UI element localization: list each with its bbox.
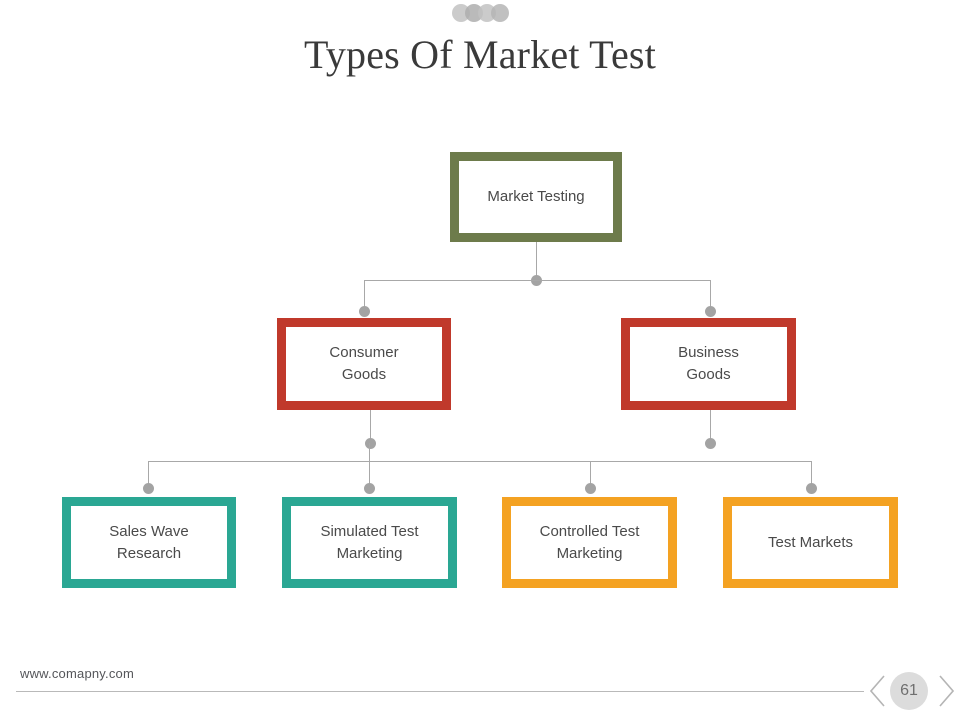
page-title: Types Of Market Test — [303, 32, 657, 77]
connector-drop-business — [710, 280, 711, 311]
connector-drop-sales-wave — [148, 461, 149, 488]
node-controlled-test-marketing[interactable]: Controlled Test Marketing — [502, 497, 677, 588]
page-number: 61 — [900, 682, 918, 699]
connector-stem-consumer — [370, 410, 371, 443]
connector-dot-consumer — [359, 306, 370, 317]
connector-stem-business — [710, 410, 711, 443]
connector-dot-business — [705, 306, 716, 317]
pager: 61 — [868, 668, 956, 714]
node-consumer-goods[interactable]: Consumer Goods — [277, 318, 451, 410]
node-label: Controlled Test Marketing — [539, 522, 640, 562]
decorative-dot-cluster — [452, 4, 510, 22]
node-simulated-test-marketing[interactable]: Simulated Test Marketing — [282, 497, 457, 588]
footer-divider — [16, 691, 864, 692]
connector-bus-level2 — [364, 280, 711, 281]
chevron-left-icon[interactable] — [870, 675, 886, 707]
connector-bus-level3 — [148, 461, 811, 462]
connector-dot-controlled-test — [585, 483, 596, 494]
connector-dot-business-junction — [705, 438, 716, 449]
node-label: Simulated Test Marketing — [320, 522, 419, 562]
connector-root-stem — [536, 242, 537, 280]
connector-drop-test-markets — [811, 461, 812, 488]
connector-dot-consumer-junction — [365, 438, 376, 449]
node-test-markets[interactable]: Test Markets — [723, 497, 898, 588]
node-label: Test Markets — [767, 533, 854, 551]
page-number-badge: 61 — [890, 672, 928, 710]
node-business-goods[interactable]: Business Goods — [621, 318, 796, 410]
chevron-right-icon[interactable] — [938, 675, 954, 707]
connector-dot-test-markets — [806, 483, 817, 494]
node-label: Consumer Goods — [329, 344, 399, 383]
node-sales-wave-research[interactable]: Sales Wave Research — [62, 497, 236, 588]
connector-drop-controlled-test — [590, 461, 591, 488]
connector-dot-sales-wave — [143, 483, 154, 494]
footer-website-url: www.comapny.com — [20, 666, 135, 681]
node-label: Business Goods — [678, 344, 739, 383]
node-label: Sales Wave Research — [109, 522, 189, 562]
node-market-testing[interactable]: Market Testing — [450, 152, 622, 242]
node-label: Market Testing — [487, 188, 585, 205]
connector-dot-simulated-test — [364, 483, 375, 494]
connector-drop-consumer — [364, 280, 365, 311]
decor-dot-4 — [491, 4, 509, 22]
connector-drop-simulated-test — [369, 443, 370, 488]
